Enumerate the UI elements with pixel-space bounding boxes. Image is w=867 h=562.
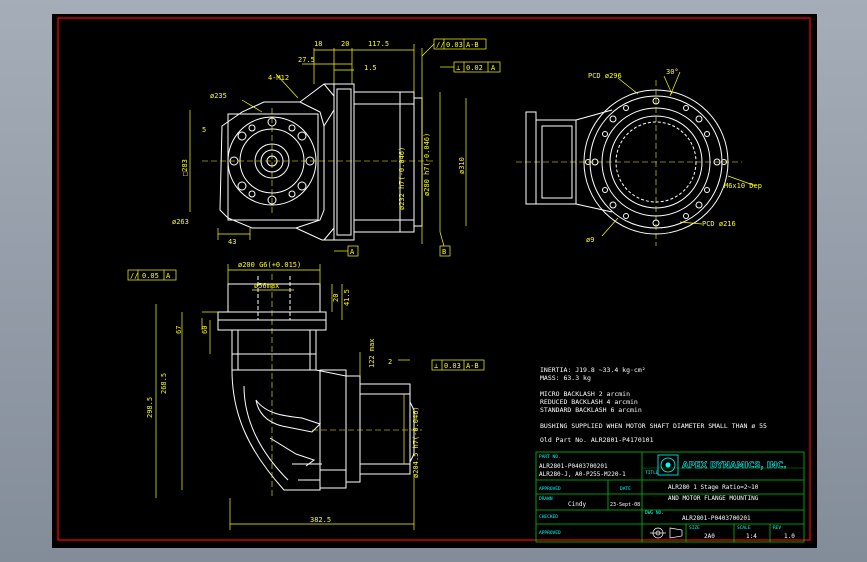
tb-drawn: Cindy	[568, 501, 586, 508]
dim-27: 27.5	[298, 56, 315, 64]
tb-title1: ALR280 1 Stage Ratio=2~10	[668, 484, 759, 491]
tb-checked-label: CHECKED	[539, 514, 558, 520]
tb-date-label: DATE	[620, 486, 631, 492]
dim-20: 20	[341, 40, 349, 48]
right-hole-9: ø9	[586, 236, 594, 244]
tb-drawn-date: 23-Sept-08	[610, 502, 640, 508]
drawing-viewport[interactable]: 18 20 117.5 27.5 1.5 4-M12 ø235 5 □283 ø…	[52, 14, 817, 548]
front-dim-2: 2	[388, 358, 392, 366]
front-dim-67: 67	[175, 326, 183, 334]
tb-partno-label: PART NO.	[539, 454, 561, 460]
front-dim-298: 298.5	[146, 397, 154, 418]
company-logo: APEX DYNAMICS, INC.	[657, 454, 787, 476]
front-dim-204: ø204.5 h7(-0.046)	[412, 406, 420, 478]
right-view-annotations	[601, 71, 757, 237]
note-bushing: BUSHING SUPPLIED WHEN MOTOR SHAFT DIAMET…	[540, 422, 767, 430]
tb-rev: 1.0	[784, 533, 795, 540]
tb-size-label: SIZE	[689, 525, 700, 531]
tb-scale: 1:4	[746, 533, 757, 540]
tolerance-frame-perpendicular: ⊥ 0.02 A	[440, 61, 501, 73]
dim-235: ø235	[210, 92, 227, 100]
sheet-border	[57, 17, 811, 541]
tolerance-frame-flatness: // 0.03 A-B	[421, 38, 487, 57]
dim-5: 5	[202, 126, 206, 134]
front-dim-56: ø56max	[254, 282, 279, 290]
dim-280h7: ø280 h7(-0.046)	[423, 133, 431, 196]
tb-title-label: TITLE	[645, 470, 659, 476]
front-dim-268: 268.5	[160, 373, 168, 394]
tol-flat-ref: A-B	[466, 41, 479, 49]
front-dim-20: 20	[332, 294, 340, 302]
tol-perp-value: 0.02	[466, 64, 483, 72]
tb-rev-label: REV	[773, 525, 781, 531]
note-inertia: INERTIA: J19.8 ~33.4 kg·cm²	[540, 366, 646, 374]
front-dim-41-5: 41.5	[343, 289, 351, 306]
dim-117: 117.5	[368, 40, 389, 48]
front-dim-200: ø200 G6(+0.015)	[238, 261, 301, 269]
right-tapped-hole: M6x10 Dep	[724, 182, 762, 190]
tol-flat-symbol: //	[436, 41, 444, 49]
dim-282: □283	[181, 159, 189, 176]
tb-approved2-label: APPROVED	[539, 530, 561, 536]
datum-a: A	[350, 248, 355, 256]
projection-symbol-icon	[650, 527, 683, 539]
front-tol2-ref: A-B	[466, 362, 479, 370]
front-dim-60: 60	[201, 326, 209, 334]
dim-310: ø310	[458, 157, 466, 174]
right-view	[516, 80, 742, 246]
front-tol2-symbol: ⊥	[434, 362, 438, 370]
cad-drawing: 18 20 117.5 27.5 1.5 4-M12 ø235 5 □283 ø…	[57, 17, 811, 543]
dim-263: ø263	[172, 218, 189, 226]
dim-18: 18	[314, 40, 322, 48]
right-angle: 30°	[666, 68, 679, 76]
note-old-part: Old Part No. ALR2801-P4170101	[540, 436, 654, 444]
right-pcd-296: PCD ø296	[588, 72, 622, 80]
front-tol-value: 0.05	[142, 272, 159, 280]
front-tol2-value: 0.03	[444, 362, 461, 370]
title-block-text: PART NO. ALR2801-P0403700201 ALR280-J, A…	[539, 454, 795, 540]
dim-232h7: ø232 h7(-0.046)	[398, 147, 406, 210]
front-view	[202, 274, 422, 498]
tb-dwg-label: DWG NO.	[645, 510, 664, 516]
tb-approved-label: APPROVED	[539, 486, 561, 492]
tb-dwg: ALR2801-P0403700201	[682, 515, 751, 522]
note-backlash-standard: STANDARD BACKLASH 6 arcmin	[540, 406, 642, 414]
front-tol-ref: A	[166, 272, 171, 280]
tol-perp-symbol: ⊥	[456, 64, 460, 72]
datum-b: B	[442, 248, 446, 256]
dim-m12: 4-M12	[268, 74, 289, 82]
company-name: APEX DYNAMICS, INC.	[682, 461, 786, 471]
note-backlash-reduced: REDUCED BACKLASH 4 arcmin	[540, 398, 638, 406]
dim-1-5: 1.5	[364, 64, 377, 72]
front-tol-symbol: //	[130, 272, 138, 280]
front-view-dimensions	[155, 264, 415, 530]
front-dim-382: 382.5	[310, 516, 331, 524]
front-tolerance-frame: // 0.05 A ⊥ 0.03 A-B	[127, 269, 485, 371]
tol-perp-ref: A	[491, 64, 496, 72]
tb-partno2: ALR280-J, A0-P255-M220-1	[539, 471, 626, 478]
note-mass: MASS: 63.3 kg	[540, 374, 591, 382]
notes: INERTIA: J19.8 ~33.4 kg·cm² MASS: 63.3 k…	[540, 366, 767, 444]
tb-partno1: ALR2801-P0403700201	[539, 463, 608, 470]
top-view-dimensions	[189, 44, 467, 244]
tb-size: 2A0	[704, 533, 715, 540]
title-block	[535, 451, 805, 543]
right-pcd-216: PCD ø216	[702, 220, 736, 228]
tol-flat-value: 0.03	[446, 41, 463, 49]
datum-markers: A B	[334, 231, 451, 257]
dim-43: 43	[228, 238, 236, 246]
note-backlash-micro: MICRO BACKLASH 2 arcmin	[540, 390, 630, 398]
front-dim-122: 122 max	[368, 338, 376, 368]
tb-drawn-label: DRAWN	[539, 496, 553, 502]
tb-scale-label: SCALE	[737, 525, 751, 531]
top-view-dimension-text: 18 20 117.5 27.5 1.5 4-M12 ø235 5 □283 ø…	[172, 40, 466, 246]
tb-title2: AND MOTOR FLANGE MOUNTING	[668, 495, 759, 502]
